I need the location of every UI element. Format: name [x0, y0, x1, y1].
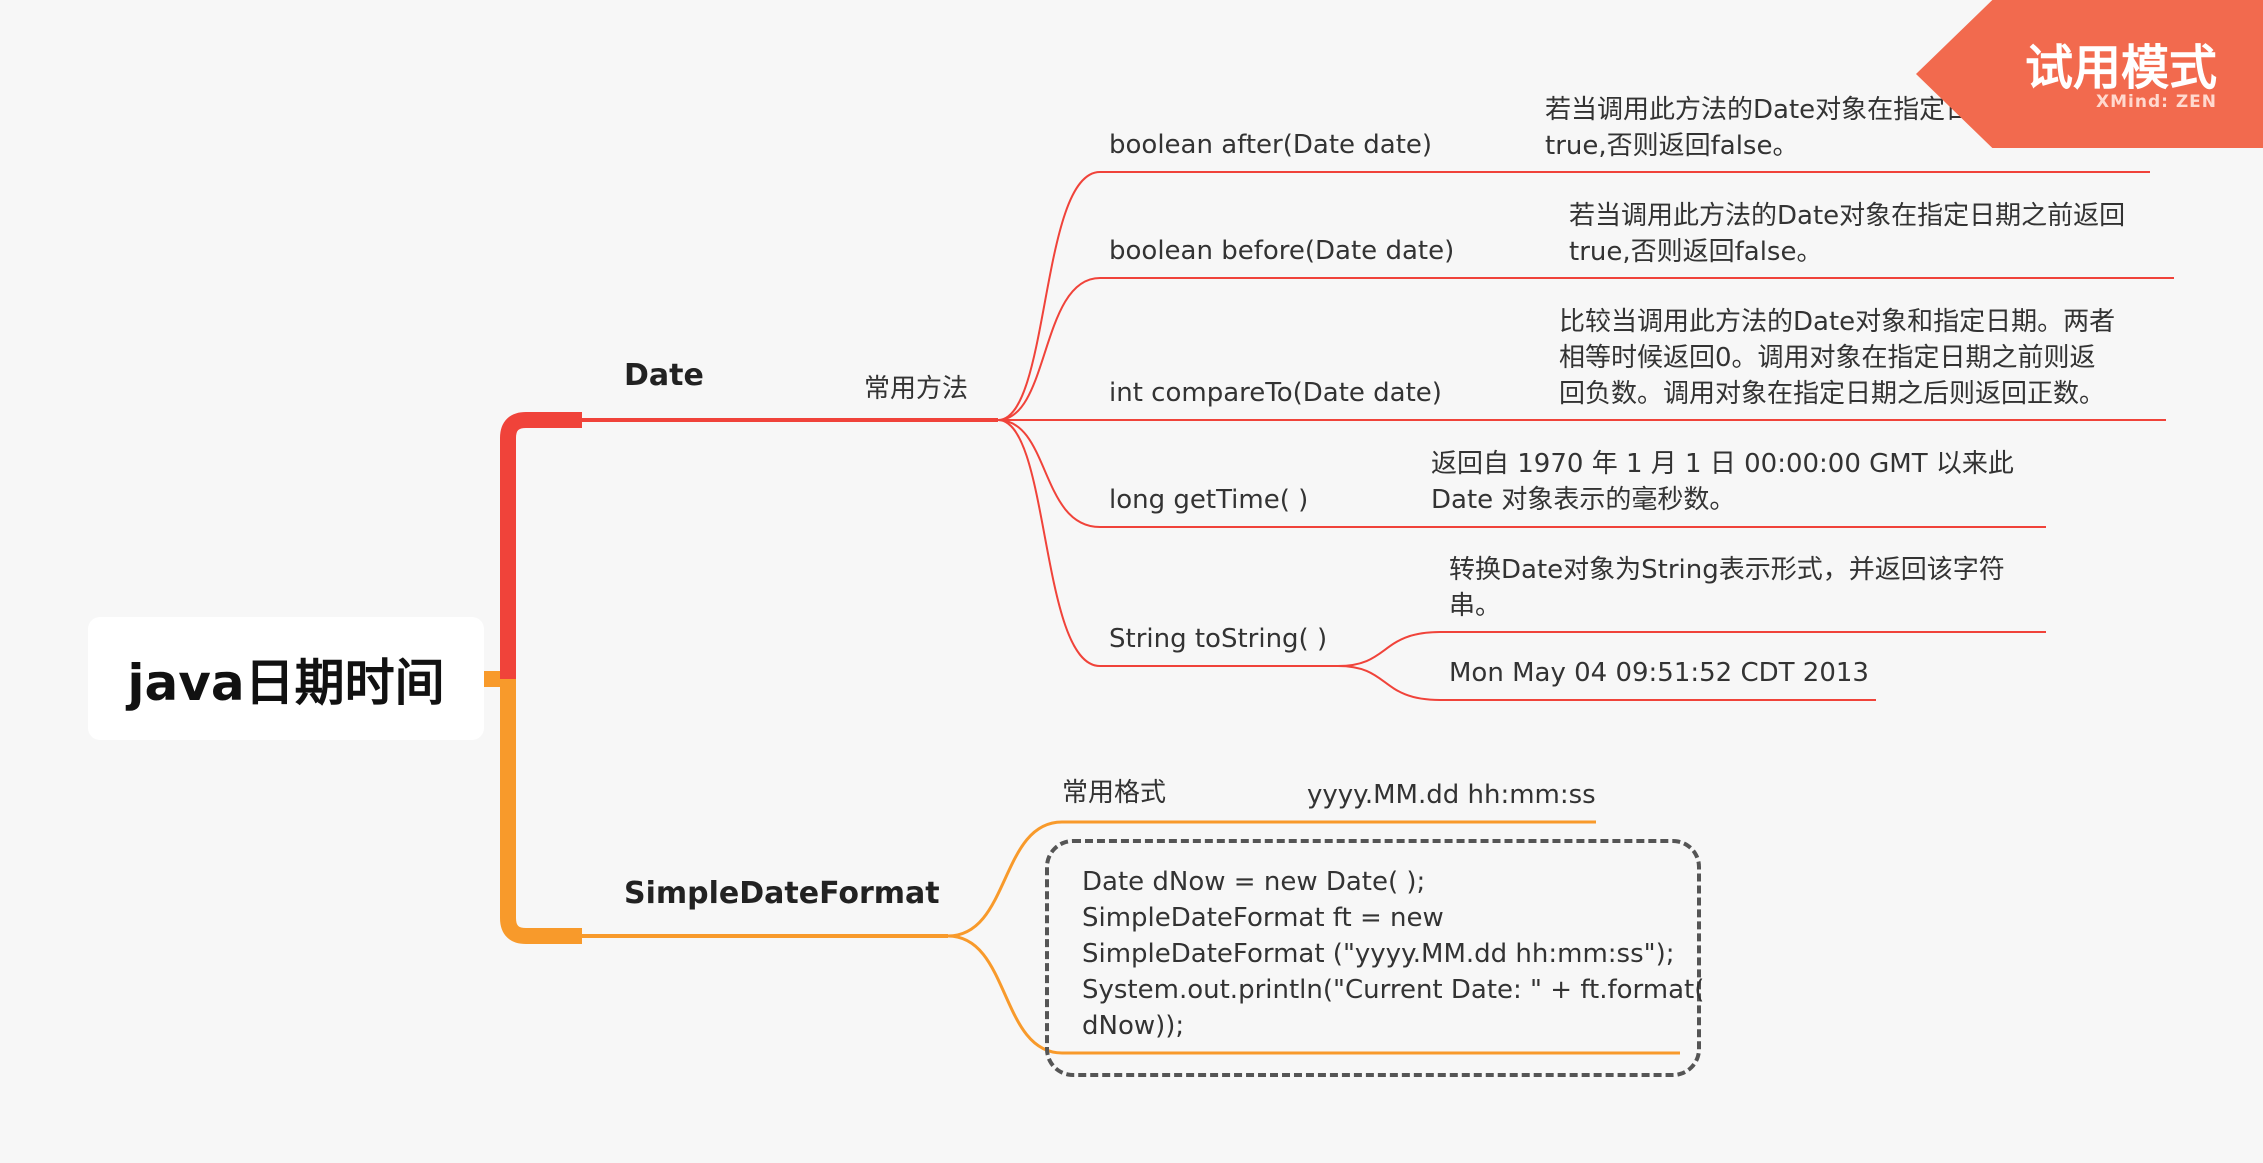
topic-simpledateformat[interactable]: SimpleDateFormat: [624, 876, 940, 911]
code-sample-boundary[interactable]: [1045, 839, 1701, 1077]
trial-mode-badge: 试用模式 XMind: ZEN: [1916, 0, 2263, 148]
curve-tostring-desc: [1337, 631, 2046, 667]
code-sample[interactable]: Date dNow = new Date( ); SimpleDateForma…: [1082, 867, 1705, 1041]
curve-before: [997, 277, 2174, 421]
root-topic-label: java日期时间: [127, 653, 445, 712]
method-gettime[interactable]: long getTime( ): [1109, 485, 1309, 515]
topic-date[interactable]: Date: [624, 358, 704, 393]
method-tostring-description[interactable]: 转换Date对象为String表示形式，并返回该字符 串。: [1449, 555, 2005, 621]
trunk-date: [500, 412, 582, 679]
curve-tostring: [997, 419, 1338, 667]
trunk-sdf: [500, 679, 582, 944]
method-gettime-description[interactable]: 返回自 1970 年 1 月 1 日 00:00:00 GMT 以来此 Date…: [1431, 449, 2014, 515]
xmind-brand-logo: XMind: ZEN: [2095, 92, 2217, 112]
topic-common-methods[interactable]: 常用方法: [864, 374, 969, 404]
trial-mode-label: 试用模式: [2024, 40, 2217, 96]
curve-after: [997, 171, 2150, 421]
method-compareto[interactable]: int compareTo(Date date): [1109, 378, 1442, 408]
curve-gettime: [997, 419, 2046, 528]
method-before[interactable]: boolean before(Date date): [1109, 236, 1455, 266]
format-pattern[interactable]: yyyy.MM.dd hh:mm:ss: [1307, 780, 1596, 810]
method-tostring[interactable]: String toString( ): [1109, 624, 1328, 654]
method-after[interactable]: boolean after(Date date): [1109, 130, 1433, 160]
method-before-description[interactable]: 若当调用此方法的Date对象在指定日期之前返回 true,否则返回false。: [1569, 201, 2126, 267]
curve-tostring-example: [1337, 665, 1876, 701]
curve-format: [947, 820, 1596, 938]
method-compareto-description[interactable]: 比较当调用此方法的Date对象和指定日期。两者 相等时候返回0。调用对象在指定日…: [1559, 307, 2116, 409]
method-tostring-example[interactable]: Mon May 04 09:51:52 CDT 2013: [1449, 658, 1869, 688]
topic-common-formats[interactable]: 常用格式: [1062, 778, 1167, 808]
root-topic[interactable]: java日期时间: [88, 617, 484, 740]
